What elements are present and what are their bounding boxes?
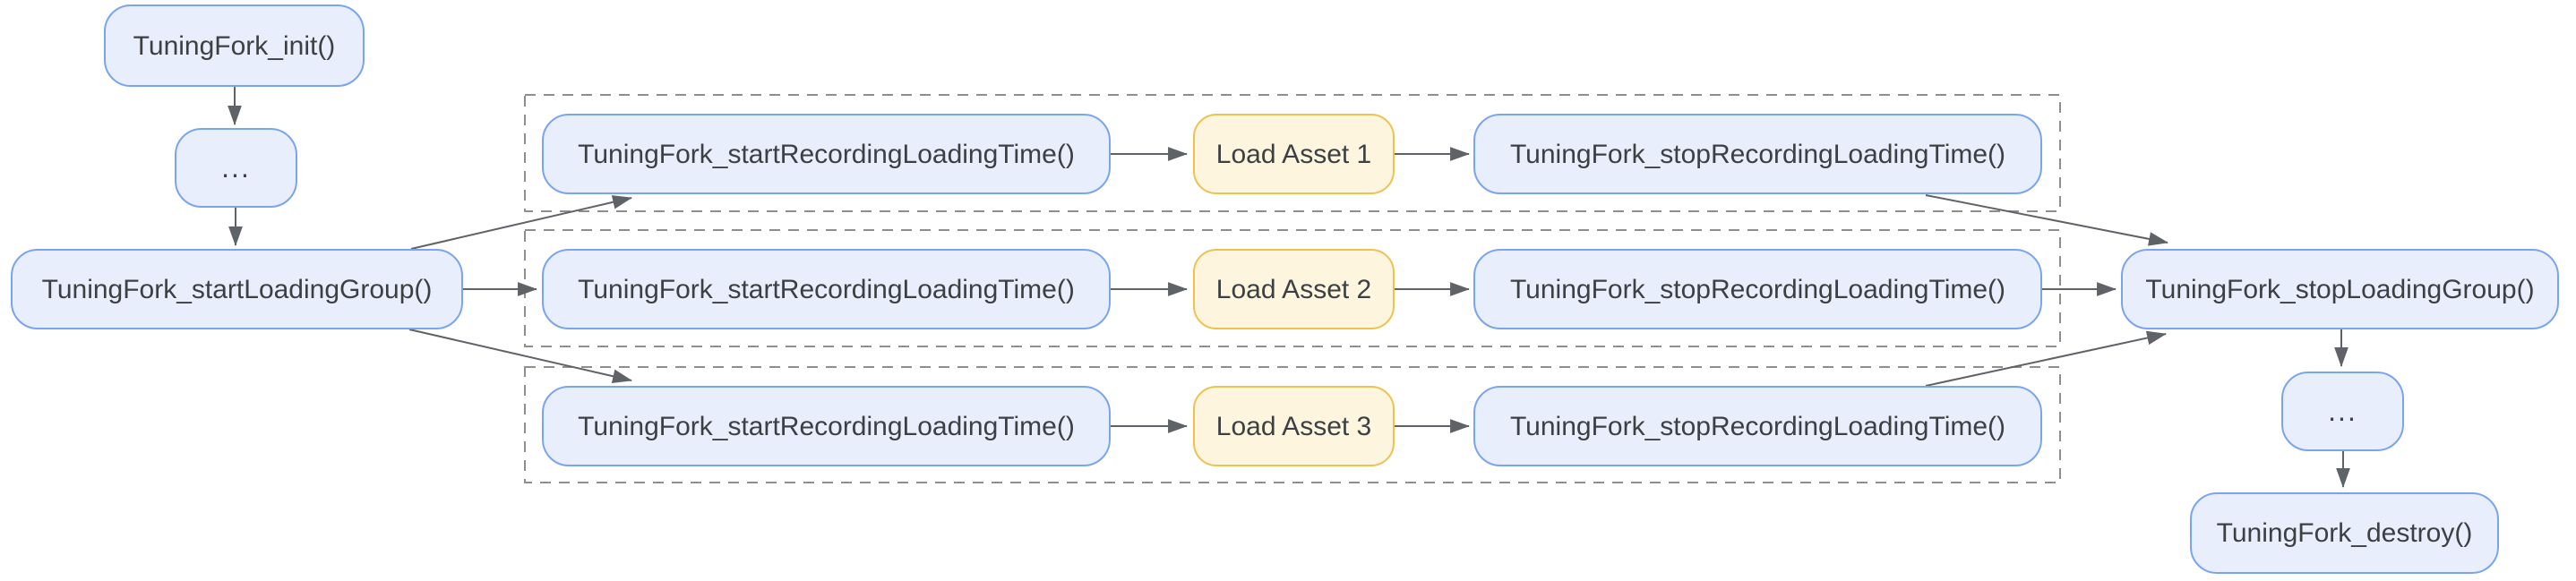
node-tuningfork-destroy: TuningFork_destroy() — [2190, 492, 2499, 574]
node-start-loading-group: TuningFork_startLoadingGroup() — [11, 249, 463, 329]
node-ellipsis-end: ... — [2281, 372, 2404, 451]
node-ellipsis-start: ... — [175, 128, 297, 208]
node-load-asset-1: Load Asset 1 — [1193, 114, 1395, 194]
node-label: TuningFork_init() — [133, 30, 336, 61]
edge-row3-to-stop-group — [1925, 330, 2168, 387]
edge-row1-to-stop-group — [1925, 194, 2169, 246]
node-label: Load Asset 1 — [1215, 139, 1372, 169]
node-label: TuningFork_destroy() — [2216, 518, 2473, 548]
node-label: TuningFork_startRecordingLoadingTime() — [578, 411, 1075, 441]
node-label: TuningFork_stopRecordingLoadingTime() — [1509, 411, 2006, 441]
edge-start-group-to-row1 — [410, 195, 633, 250]
node-load-asset-2: Load Asset 2 — [1193, 249, 1395, 329]
node-start-recording-row3: TuningFork_startRecordingLoadingTime() — [542, 386, 1111, 466]
node-label: TuningFork_startLoadingGroup() — [41, 274, 433, 304]
node-tuningfork-init: TuningFork_init() — [104, 4, 365, 87]
node-label: TuningFork_stopLoadingGroup() — [2145, 274, 2535, 304]
node-label: Load Asset 3 — [1215, 411, 1372, 441]
node-stop-loading-group: TuningFork_stopLoadingGroup() — [2121, 249, 2559, 329]
node-label: TuningFork_stopRecordingLoadingTime() — [1509, 139, 2006, 169]
edge-start-group-to-row3 — [408, 329, 633, 383]
node-label: ... — [221, 150, 251, 184]
node-stop-recording-row2: TuningFork_stopRecordingLoadingTime() — [1473, 249, 2042, 329]
node-label: ... — [2328, 394, 2357, 427]
node-stop-recording-row1: TuningFork_stopRecordingLoadingTime() — [1473, 114, 2042, 194]
node-start-recording-row1: TuningFork_startRecordingLoadingTime() — [542, 114, 1111, 194]
node-label: TuningFork_startRecordingLoadingTime() — [578, 139, 1075, 169]
loading-group-outline-1 — [524, 94, 2061, 212]
node-label: Load Asset 2 — [1215, 274, 1372, 304]
node-label: TuningFork_startRecordingLoadingTime() — [578, 274, 1075, 304]
node-start-recording-row2: TuningFork_startRecordingLoadingTime() — [542, 249, 1111, 329]
loading-group-outline-3 — [524, 366, 2061, 483]
node-stop-recording-row3: TuningFork_stopRecordingLoadingTime() — [1473, 386, 2042, 466]
node-label: TuningFork_stopRecordingLoadingTime() — [1509, 274, 2006, 304]
node-load-asset-3: Load Asset 3 — [1193, 386, 1395, 466]
